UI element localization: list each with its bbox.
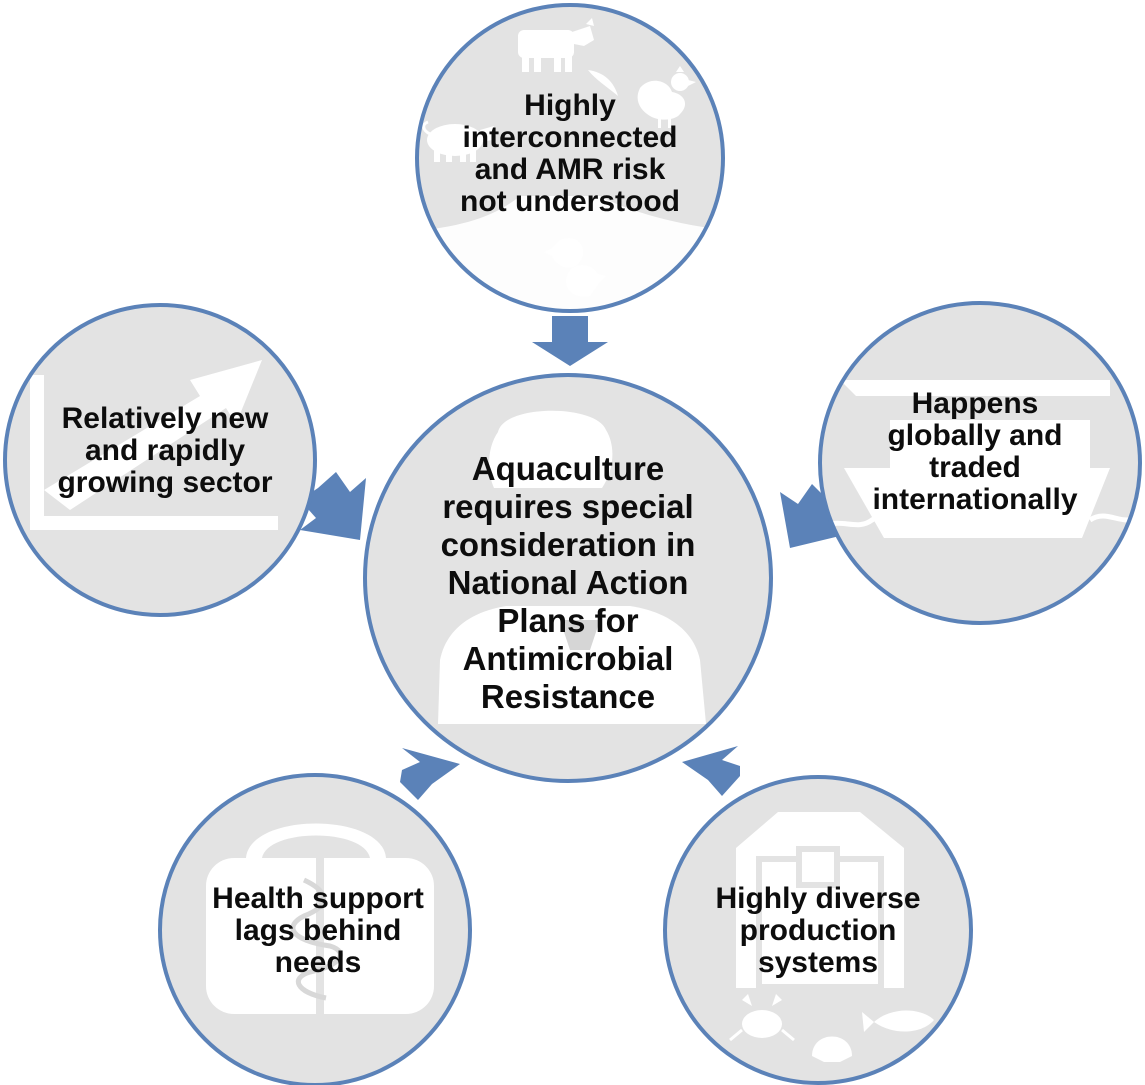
node-left-label: Relatively new and rapidly growing secto… — [57, 402, 273, 499]
arrows — [300, 316, 848, 800]
cow-icon — [518, 18, 594, 72]
node-right-label: Happens globally and traded internationa… — [872, 387, 1078, 516]
node-bottom-right — [663, 775, 973, 1085]
node-top-label: Highly interconnected and AMR risk not u… — [460, 89, 680, 218]
node-center-label: Aquaculture requires special considerati… — [440, 450, 696, 715]
node-center — [363, 373, 773, 783]
fish-icon-small — [862, 1010, 934, 1032]
pig-icon — [422, 120, 494, 162]
node-bottom-left — [158, 773, 472, 1085]
cargo-ship-icon — [820, 380, 1140, 538]
arrow-from-right — [780, 484, 848, 548]
swoosh-shape — [588, 70, 618, 96]
shell-icon — [812, 1036, 852, 1062]
chicken-icon — [637, 66, 696, 128]
fish-icon — [544, 238, 606, 297]
node-bottom-left-label: Health support lags behind needs — [212, 882, 424, 979]
arrow-from-top — [532, 316, 608, 366]
arrow-from-bottom-left — [400, 748, 460, 800]
person-icon — [438, 410, 706, 724]
arrow-from-left — [300, 472, 366, 540]
arrow-from-bottom-right — [682, 746, 740, 796]
barn-icon — [736, 812, 904, 990]
growth-chart-icon — [30, 360, 278, 530]
node-left — [3, 303, 317, 617]
node-bottom-right-label: Highly diverse production systems — [715, 882, 921, 979]
caduceus-icon — [290, 840, 343, 1070]
node-right — [818, 301, 1142, 625]
crab-icon — [729, 994, 795, 1042]
